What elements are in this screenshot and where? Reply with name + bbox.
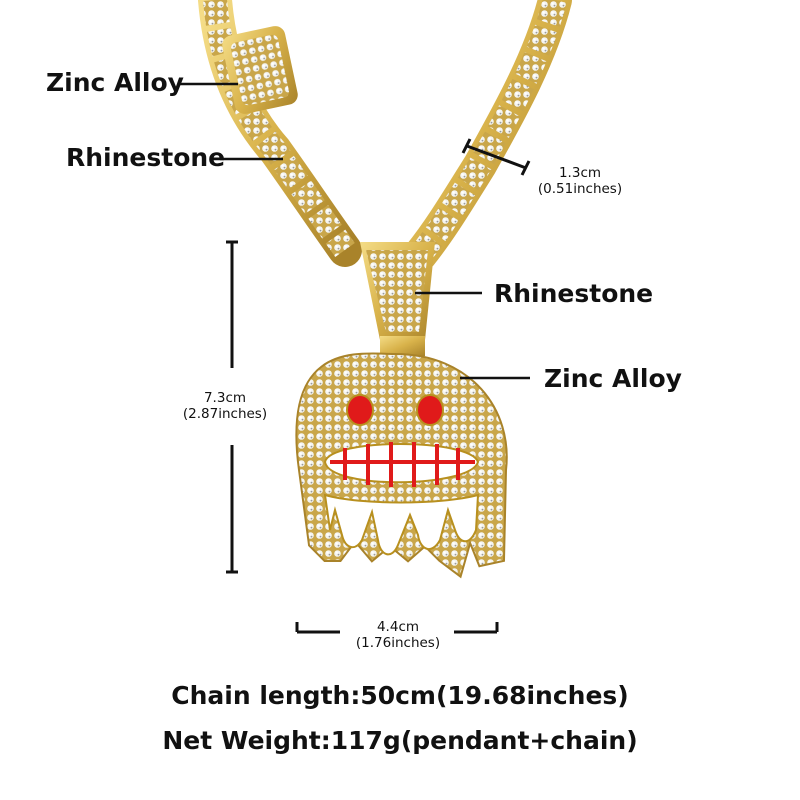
- pendant-width-inches: (1.76inches): [355, 635, 441, 651]
- label-pendant-material: Zinc Alloy: [544, 364, 682, 393]
- label-chain-material: Zinc Alloy: [46, 68, 184, 97]
- pendant-width-marker: [295, 622, 499, 634]
- pendant-face: [295, 352, 508, 579]
- pendant-height-cm: 7.3cm: [203, 390, 247, 406]
- label-bail-stones: Rhinestone: [494, 279, 654, 308]
- chain-width-cm: 1.3cm: [558, 165, 602, 181]
- chain-clasp: [222, 26, 298, 114]
- pendant-width-dimension: 4.4cm (1.76inches): [338, 619, 458, 651]
- spec-net-weight: Net Weight:117g(pendant+chain): [162, 726, 638, 755]
- label-chain-stones: Rhinestone: [66, 143, 226, 172]
- pendant-height-dimension: 7.3cm (2.87inches): [166, 390, 284, 422]
- chain-width-inches: (0.51inches): [537, 181, 623, 197]
- chain-width-marker: [461, 138, 531, 176]
- pendant-width-cm: 4.4cm: [376, 619, 420, 635]
- pendant-height-marker: [226, 240, 238, 574]
- spec-chain-length: Chain length:50cm(19.68inches): [171, 681, 629, 710]
- pendant-height-inches: (2.87inches): [182, 406, 268, 422]
- chain-right-strand: [403, 0, 572, 272]
- pendant-bail: [360, 242, 435, 356]
- chain-width-dimension: 1.3cm (0.51inches): [524, 165, 636, 197]
